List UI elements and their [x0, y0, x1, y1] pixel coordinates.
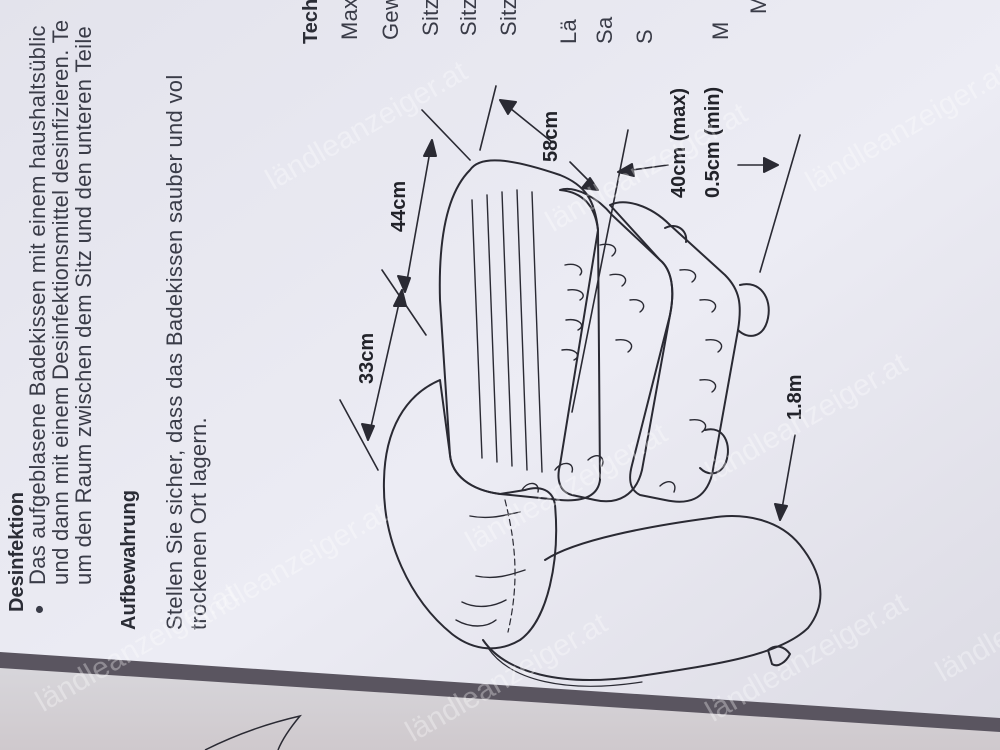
dim-33-label: 33cm — [356, 332, 378, 384]
backrest-cushion — [438, 159, 601, 502]
dim-58-arrow-bottom — [581, 177, 599, 191]
dim-33-line — [367, 289, 403, 441]
dim-33-tick-left — [339, 399, 379, 471]
dim-height-guide — [571, 129, 629, 413]
pillow-seams — [455, 511, 526, 627]
lower-page-sketch — [204, 714, 302, 750]
suction-cup-3 — [664, 224, 688, 243]
dim-44-label: 44cm — [388, 180, 410, 232]
air-hose — [482, 515, 822, 681]
page-gap — [0, 652, 1000, 732]
dim-33-arrow-top — [393, 289, 407, 307]
bottom-ring — [609, 201, 741, 503]
suction-cup-2 — [699, 428, 729, 475]
backrest-seams — [521, 263, 584, 493]
dim-58-arrow — [499, 99, 517, 115]
air-hose-inner — [487, 647, 643, 687]
backrest-ribs — [471, 189, 543, 473]
main-page — [0, 0, 1000, 728]
dim-44-arrow-top — [423, 139, 437, 157]
dim-44-tick-top — [421, 109, 471, 161]
middle-ring — [557, 187, 674, 503]
bottom-ring-seams — [659, 268, 723, 493]
dim-44-line — [404, 139, 433, 293]
dim-max-arrow — [617, 163, 635, 177]
middle-ring-seams — [587, 243, 645, 467]
dim-floor-line — [759, 134, 801, 273]
dim-44-arrow-bottom — [397, 275, 411, 293]
hose-nozzle — [767, 645, 791, 667]
dim-58-tick — [479, 85, 497, 151]
suction-cup-1 — [737, 283, 770, 337]
seat-pillow — [382, 379, 558, 650]
pillow-zip-seam — [504, 499, 516, 633]
dim-33-arrow-bottom — [361, 423, 375, 441]
dim-hose-arrow — [774, 503, 788, 521]
dim-min-arrow — [763, 157, 779, 173]
dim-58-label: 58cm — [540, 110, 562, 162]
